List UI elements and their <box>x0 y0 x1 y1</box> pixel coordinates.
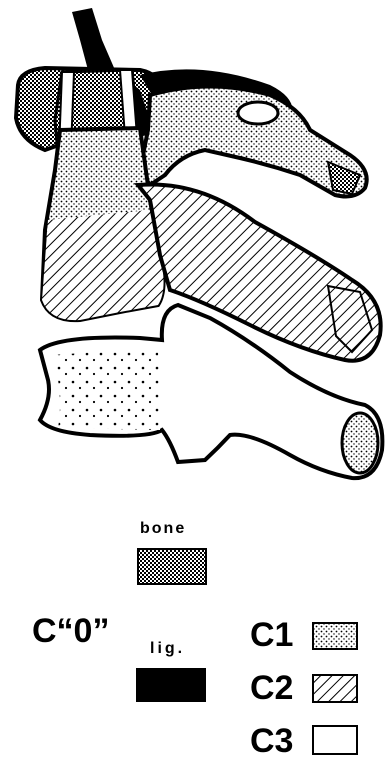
legend-c1-swatch <box>313 623 357 649</box>
legend-c0-label: C“0” <box>32 612 109 651</box>
legend-c2-label: C2 <box>250 669 293 708</box>
legend-c3-swatch <box>313 726 357 754</box>
legend-c1-label: C1 <box>250 616 293 655</box>
legend-lig-swatch <box>136 668 206 702</box>
legend-bone-label: bone <box>140 520 186 538</box>
legend-c2-swatch <box>313 675 357 702</box>
c2-axis-body <box>42 128 164 320</box>
legend-bone-swatch <box>138 549 206 584</box>
legend-lig-label: lig. <box>150 640 185 658</box>
c1-posterior-arch <box>140 87 367 197</box>
legend-c3-label: C3 <box>250 722 293 761</box>
